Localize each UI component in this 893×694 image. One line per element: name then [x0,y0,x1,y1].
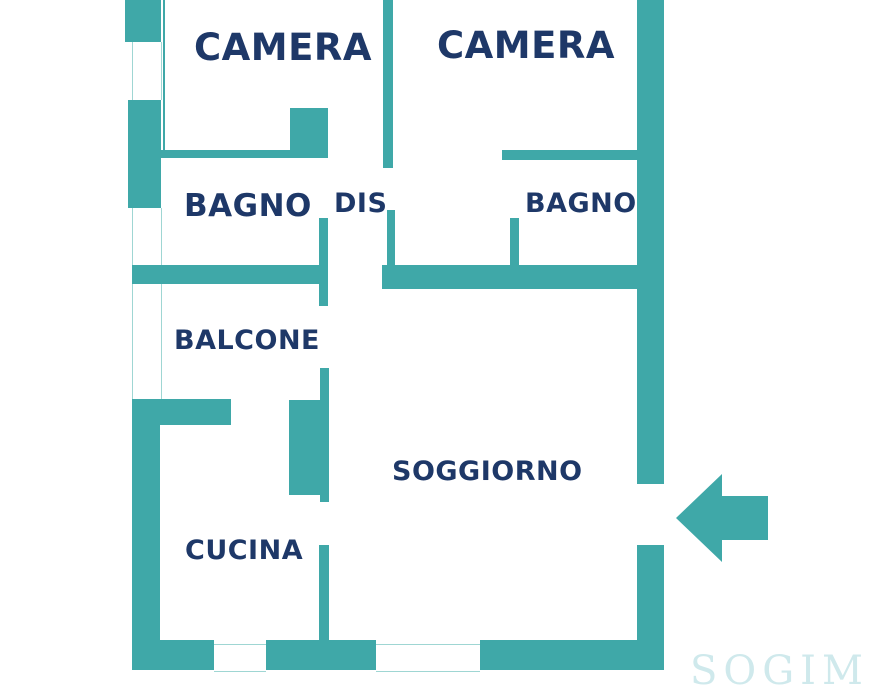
wall-right-outer [637,0,664,484]
wall-bottom-2 [266,640,376,670]
wall-pillar-mid [289,400,325,495]
room-label-camera-right: CAMERA [437,24,616,67]
window-left-3 [132,284,162,399]
wall-camera-left-bottom [160,150,328,158]
wall-bottom-3 [480,640,640,670]
wall-bottom-1 [132,640,214,670]
wall-bagno-right-left [510,218,519,270]
wall-kitchen-top [132,399,231,425]
window-bottom-2 [376,644,480,672]
room-label-bagno-left: BAGNO [184,188,312,224]
room-label-soggiorno: SOGGIORNO [392,456,583,487]
arrow-left-icon [676,474,768,562]
room-label-dis: DIS [334,188,388,219]
room-label-cucina: CUCINA [185,535,304,566]
wall-kitchen-right [319,545,329,645]
window-left-2 [132,208,162,266]
floor-plan: CAMERA CAMERA BAGNO DIS BAGNO BALCONE SO… [125,0,863,694]
room-label-balcone: BALCONE [174,325,320,356]
wall-camera-left-pillar [290,108,328,156]
room-label-bagno-right: BAGNO [525,188,637,219]
wall-central-upper [383,0,393,168]
wall-bagno-left-bottom [132,265,328,284]
wall-camera-left-right [163,0,165,150]
wall-left-mid [128,100,161,208]
window-bottom-1 [214,644,266,672]
window-left-1 [132,42,162,100]
wall-living-top [382,265,640,289]
wall-right-outer-lower [637,545,664,670]
watermark-logo: SOGIM [690,648,869,694]
wall-camera-right-bottom [502,150,640,160]
wall-left-top [125,0,161,42]
wall-left-kitchen [132,399,160,670]
room-label-camera-left: CAMERA [194,26,373,69]
wall-dis-left [319,218,328,306]
wall-central-dis [387,210,395,270]
